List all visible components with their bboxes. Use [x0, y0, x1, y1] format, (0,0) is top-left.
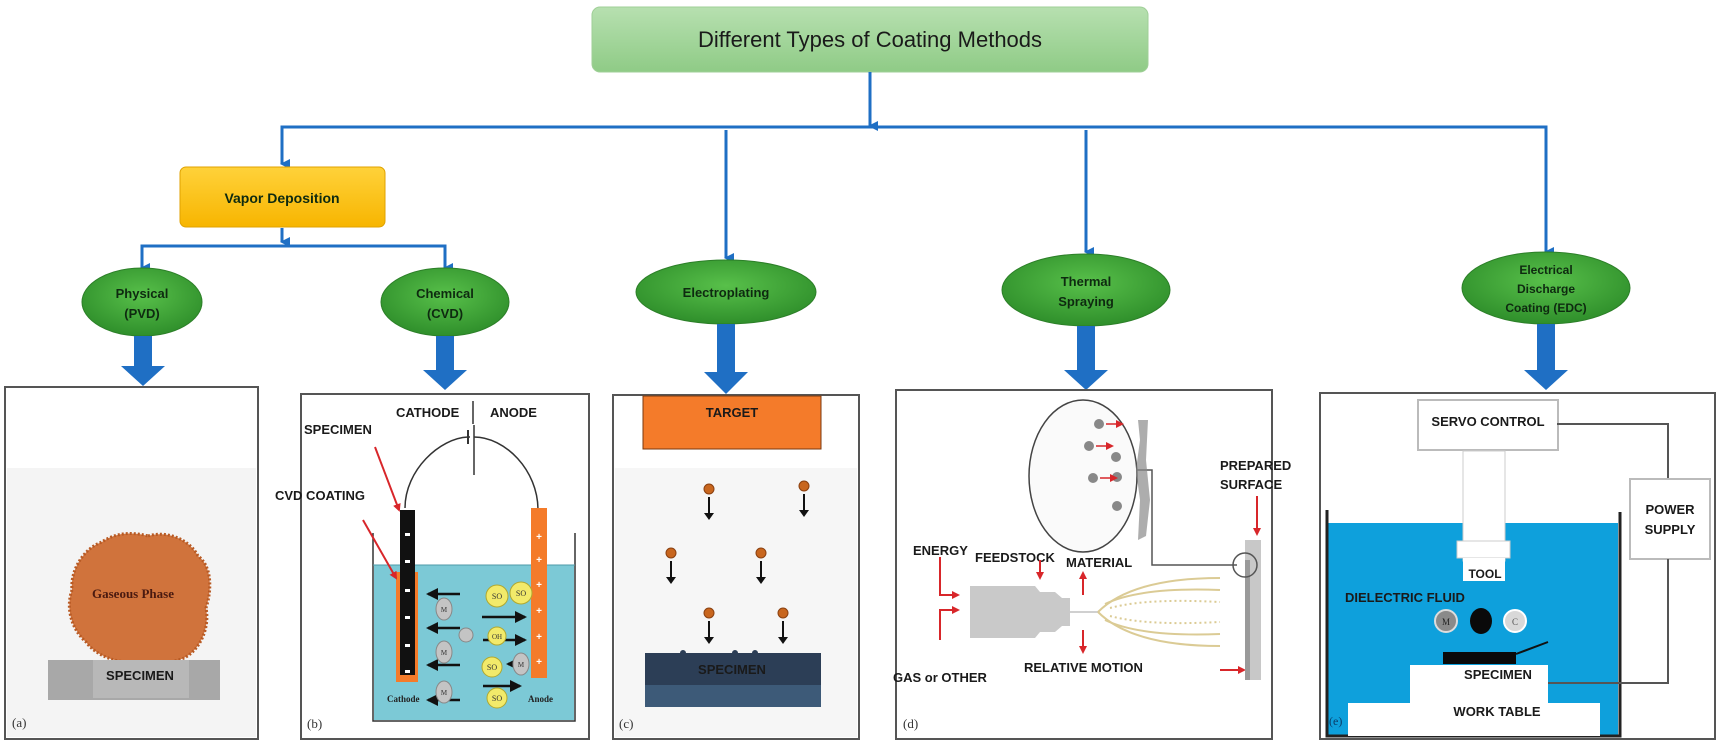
- anode-electrode: [531, 508, 547, 678]
- servo-control-box: [1417, 399, 1559, 451]
- thermal-line2: Spraying: [1058, 294, 1114, 309]
- cathode-electrode: [400, 510, 415, 675]
- panel-b-tag: (b): [307, 716, 322, 731]
- ion-label-m3: M: [441, 689, 448, 697]
- relative-motion-label: RELATIVE MOTION: [1024, 660, 1143, 675]
- metal-ions: [435, 597, 530, 704]
- specimen-label: SPECIMEN: [304, 422, 372, 437]
- svg-text:+: +: [536, 555, 542, 566]
- power-label-2: SUPPLY: [1645, 522, 1696, 537]
- method-node-electroplating: Electroplating: [635, 259, 817, 325]
- ion-label-m4: M: [518, 661, 525, 669]
- target-block: [642, 395, 822, 450]
- material-label: MATERIAL: [1066, 555, 1132, 570]
- target-label: TARGET: [706, 405, 759, 420]
- panel-b-cvd: CATHODE ANODE SPECIMEN CVD COATING + + + +…: [275, 393, 590, 740]
- panel-d-tag: (d): [903, 716, 918, 731]
- ion-label-so3: SO: [487, 663, 497, 672]
- ion-label-so2: SO: [516, 589, 526, 598]
- electroplating-label: Electroplating: [683, 285, 770, 300]
- feedstock-label: FEEDSTOCK: [975, 550, 1056, 565]
- dielectric-label: DIELECTRIC FLUID: [1345, 590, 1465, 605]
- title-node: Different Types of Coating Methods: [591, 6, 1149, 73]
- method-node-thermal: Thermal Spraying: [1001, 253, 1171, 327]
- panel-c-tag: (c): [619, 716, 633, 731]
- ion-label-m2: M: [441, 649, 448, 657]
- ion-label-so4: SO: [492, 694, 502, 703]
- cvd-line1: Chemical: [416, 286, 474, 301]
- method-node-cvd: Chemical (CVD): [380, 267, 510, 337]
- vapor-deposition-label: Vapor Deposition: [224, 190, 339, 206]
- power-supply-box: [1629, 478, 1711, 560]
- block-arrows: [121, 324, 1568, 394]
- cvd-coating-label: CVD COATING: [275, 488, 365, 503]
- method-node-pvd: Physical (PVD): [81, 267, 203, 337]
- pvd-line2: (PVD): [124, 306, 159, 321]
- cathode-bottom-label: Cathode: [387, 694, 420, 704]
- tool-electrode: [1463, 558, 1505, 581]
- connector-main-bus: [280, 125, 1548, 132]
- cvd-line2: (CVD): [427, 306, 463, 321]
- svg-text:+: +: [536, 632, 542, 643]
- svg-text:+: +: [536, 606, 542, 617]
- panel-e-edc: SERVO CONTROL TOOL DIELECTRIC FLUID M C …: [1319, 392, 1716, 740]
- edc-line2: Discharge: [1517, 282, 1575, 296]
- panel-a-pvd: Gaseous Phase SPECIMEN (a): [4, 386, 259, 740]
- vapor-deposition-node: Vapor Deposition: [179, 166, 386, 228]
- circuit-wire: [404, 436, 539, 511]
- pvd-specimen-label: SPECIMEN: [106, 668, 174, 683]
- anode-top-label: ANODE: [490, 405, 537, 420]
- prepared-label: PREPARED: [1220, 458, 1291, 473]
- falling-particles: [665, 480, 810, 644]
- work-table: [1348, 703, 1600, 736]
- particle-m: M: [1442, 617, 1450, 627]
- block-arrow-thermal: [1064, 326, 1108, 390]
- tool-label: TOOL: [1468, 567, 1501, 581]
- servo-control-label: SERVO CONTROL: [1431, 414, 1544, 429]
- connectors: [140, 72, 1554, 273]
- method-node-edc: Electrical Discharge Coating (EDC): [1461, 251, 1631, 325]
- edc-line1: Electrical: [1519, 263, 1572, 277]
- gaseous-phase-label: Gaseous Phase: [92, 586, 174, 601]
- pvd-line1: Physical: [116, 286, 169, 301]
- work-table-label: WORK TABLE: [1453, 704, 1540, 719]
- particle-c: C: [1512, 617, 1518, 627]
- energy-label: ENERGY: [913, 543, 968, 558]
- panel-c-electroplating: TARGET SPECIMEN (c): [612, 394, 860, 740]
- surface-label: SURFACE: [1220, 477, 1282, 492]
- block-arrow-electroplating: [704, 324, 748, 394]
- block-arrow-cvd: [423, 336, 467, 390]
- electrolyte-bath: [372, 533, 576, 722]
- panel-e-tag: (e): [1329, 714, 1342, 728]
- gas-label: GAS or OTHER: [893, 670, 988, 685]
- sulfate-ions: [481, 581, 533, 709]
- thermal-line1: Thermal: [1061, 274, 1112, 289]
- anode-bottom-label: Anode: [528, 694, 553, 704]
- ion-label-oh: OH: [492, 633, 502, 641]
- electroplating-specimen-label: SPECIMEN: [698, 662, 766, 677]
- block-arrow-edc: [1524, 324, 1568, 390]
- spray-gun: [970, 586, 1070, 638]
- ion-label-so1: SO: [492, 592, 502, 601]
- panel-d-thermal-spraying: PREPARED SURFACE ENERGY FEEDSTOCK MATERI…: [893, 389, 1291, 740]
- power-label-1: POWER: [1645, 502, 1695, 517]
- edc-specimen-label: SPECIMEN: [1464, 667, 1532, 682]
- spray-plume: [1097, 577, 1221, 647]
- panel-a-tag: (a): [12, 715, 26, 730]
- block-arrow-pvd: [121, 336, 165, 386]
- cathode-top-label: CATHODE: [396, 405, 460, 420]
- svg-text:+: +: [536, 580, 542, 591]
- ion-label-m1: M: [441, 606, 448, 614]
- edc-line3: Coating (EDC): [1505, 301, 1586, 315]
- gaseous-phase-blob: [67, 532, 212, 665]
- connector-vapor-bus: [140, 244, 447, 268]
- title-text: Different Types of Coating Methods: [698, 27, 1042, 52]
- edc-specimen-plate: [1443, 652, 1516, 664]
- electroplating-specimen: [645, 653, 821, 687]
- svg-text:+: +: [536, 657, 542, 668]
- svg-text:+: +: [536, 532, 542, 543]
